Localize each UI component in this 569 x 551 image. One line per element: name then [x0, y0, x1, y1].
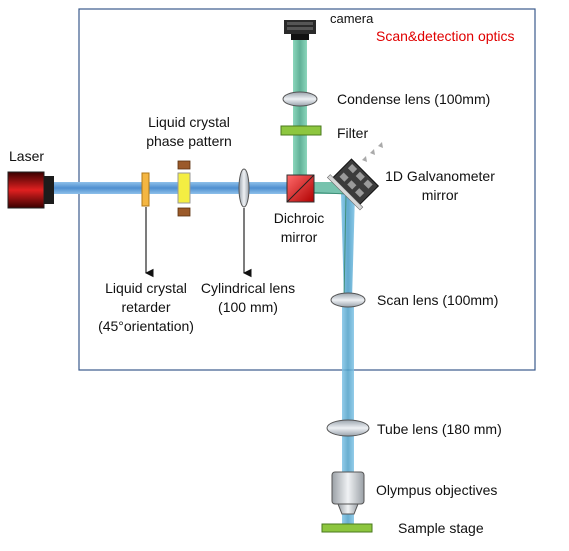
dichroic-mirror-icon	[286, 174, 315, 203]
scan-lens-label: Scan lens (100mm)	[377, 292, 499, 308]
lc-retarder-icon	[141, 172, 150, 207]
cylindrical-lens-icon	[238, 168, 250, 208]
galvo-label-1: 1D Galvanometer	[385, 168, 495, 184]
scan-detection-title: Scan&detection optics	[376, 28, 515, 44]
galvo-label-2: mirror	[421, 187, 459, 203]
rotation-arrows-icon	[362, 142, 383, 162]
laser-icon	[7, 171, 54, 209]
lc-phase-label-1: Liquid crystal	[148, 114, 230, 130]
objective-icon	[331, 471, 365, 515]
tube-lens-icon	[326, 419, 370, 437]
condense-lens-icon	[282, 91, 318, 107]
scan-beam-lower	[342, 300, 354, 525]
dichroic-label-2: mirror	[280, 229, 318, 245]
condense-lens-label: Condense lens (100mm)	[337, 91, 491, 107]
filter-icon	[280, 125, 322, 136]
detection-beam	[293, 34, 307, 184]
scan-lens-icon	[330, 292, 366, 308]
dichroic-label-1: Dichroic	[273, 210, 325, 226]
lc-retarder-label-3: (45°orientation)	[98, 318, 194, 334]
camera-icon	[284, 20, 316, 40]
cyl-lens-label-1: Cylindrical lens	[200, 280, 296, 296]
lc-retarder-label-2: retarder	[121, 299, 171, 315]
scan-beam-upper	[341, 194, 355, 300]
sample-stage-label: Sample stage	[398, 520, 484, 536]
galvanometer-mirror-icon	[326, 158, 380, 211]
tube-lens-label: Tube lens (180 mm)	[377, 421, 502, 437]
cyl-lens-label-2: (100 mm)	[218, 299, 278, 315]
lc-phase-pattern-icon	[177, 160, 191, 217]
lc-phase-label-2: phase pattern	[146, 133, 232, 149]
laser-beam	[52, 182, 302, 194]
sample-stage-icon	[321, 523, 373, 533]
filter-label: Filter	[337, 125, 369, 141]
objective-label: Olympus objectives	[376, 482, 498, 498]
laser-label: Laser	[9, 148, 45, 164]
lc-retarder-label-1: Liquid crystal	[105, 280, 187, 296]
camera-label: camera	[330, 11, 374, 26]
